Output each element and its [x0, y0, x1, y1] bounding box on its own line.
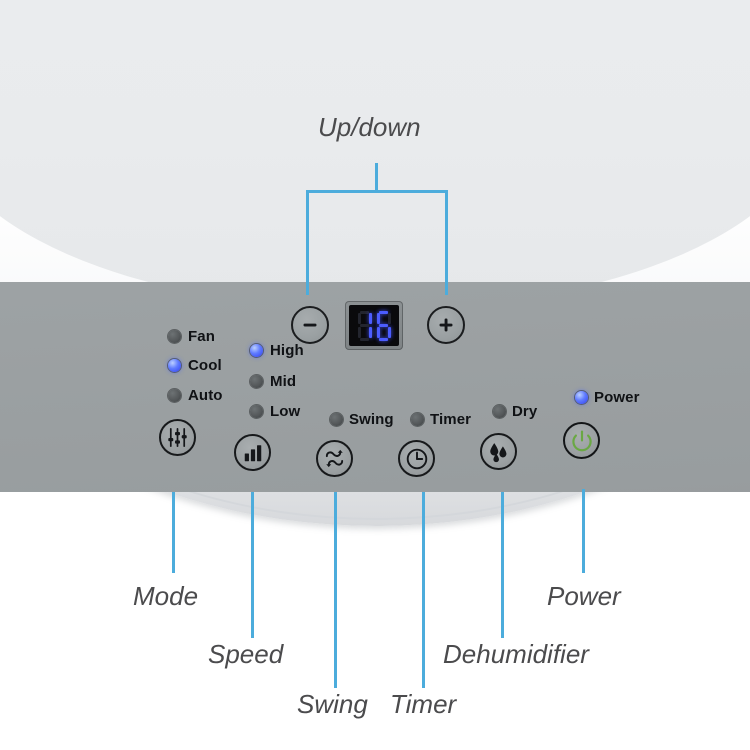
led-label-fan: Fan: [188, 328, 215, 345]
led-indicator-high: [250, 344, 263, 357]
sliders-icon: [168, 428, 187, 447]
temperature-display: [345, 301, 403, 350]
display-digit-2: [375, 310, 392, 341]
annotation-label-speed: Speed: [208, 639, 284, 669]
led-indicator-dry: [493, 405, 506, 418]
display-digit-1: [356, 310, 373, 341]
plus-icon: [439, 318, 453, 332]
led-label-timer: Timer: [430, 411, 472, 428]
annotation-label-dehumidifier: Dehumidifier: [443, 639, 589, 669]
appliance-top-surface: [0, 0, 750, 310]
annotation-label-power: Power: [547, 581, 621, 611]
dehumidifier-button[interactable]: [480, 433, 517, 470]
annotation-label-updown: Up/down: [318, 112, 421, 142]
led-label-auto: Auto: [188, 387, 223, 404]
callout-line-speed: [251, 492, 254, 638]
annotation-label-timer: Timer: [390, 689, 457, 719]
callout-line-mode: [172, 492, 175, 573]
led-label-power: Power: [594, 389, 640, 406]
bar-chart-icon: [244, 444, 261, 461]
callout-line-timer: [422, 492, 425, 688]
callout-line-power: [582, 489, 585, 573]
led-indicator-fan: [168, 330, 181, 343]
led-indicator-low: [250, 405, 263, 418]
power-button[interactable]: [563, 422, 600, 459]
circular-arrows-icon: [325, 449, 344, 468]
led-label-high: High: [270, 342, 304, 359]
led-indicator-power: [575, 391, 588, 404]
callout-line-updown-right: [445, 190, 448, 295]
swing-button[interactable]: [316, 440, 353, 477]
led-label-swing: Swing: [349, 411, 394, 428]
led-label-low: Low: [270, 403, 301, 420]
callout-line-swing: [334, 492, 337, 688]
led-indicator-cool: [168, 359, 181, 372]
fan-speed-button[interactable]: [234, 434, 271, 471]
led-label-mid: Mid: [270, 373, 297, 390]
annotation-label-swing: Swing: [297, 689, 368, 719]
clock-icon: [406, 448, 427, 469]
timer-button[interactable]: [398, 440, 435, 477]
callout-line-updown-left: [306, 190, 309, 295]
led-indicator-swing: [330, 413, 343, 426]
increase-temperature-button[interactable]: [427, 306, 465, 344]
mode-button[interactable]: [159, 419, 196, 456]
led-indicator-timer: [411, 413, 424, 426]
led-indicator-mid: [250, 375, 263, 388]
led-label-cool: Cool: [188, 357, 222, 374]
callout-line-updown-bracket: [306, 190, 448, 193]
callout-line-dehumidifier: [501, 492, 504, 638]
decrease-temperature-button[interactable]: [291, 306, 329, 344]
minus-icon: [303, 323, 317, 327]
led-indicator-auto: [168, 389, 181, 402]
water-drops-icon: [490, 443, 507, 463]
temperature-display-screen: [349, 305, 399, 346]
annotation-label-mode: Mode: [133, 581, 199, 611]
callout-line-updown-stem: [375, 163, 378, 192]
power-symbol-icon: [571, 429, 592, 451]
led-label-dry: Dry: [512, 403, 538, 420]
appliance-body-lip: [0, 518, 750, 520]
